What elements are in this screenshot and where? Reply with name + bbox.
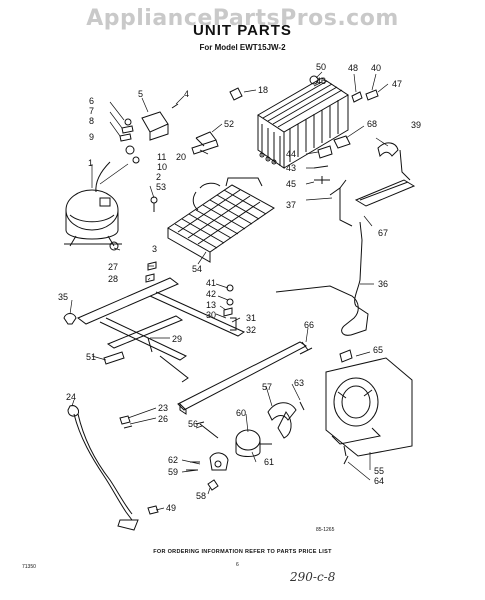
callout-1: 1 — [88, 158, 93, 168]
callout-66: 66 — [304, 320, 314, 330]
part-39 — [377, 142, 399, 157]
rail-32 — [177, 341, 307, 415]
callout-labels: 50 48 40 47 46 18 5 4 6 7 8 52 9 68 39 1… — [22, 62, 421, 570]
callout-67: 67 — [378, 228, 388, 238]
callout-5: 5 — [138, 89, 143, 99]
callout-4: 4 — [184, 89, 189, 99]
callout-48: 48 — [348, 63, 358, 73]
callout-42: 42 — [206, 289, 216, 299]
part-37 — [329, 179, 353, 227]
drawing-code: 85-1265 — [316, 527, 335, 533]
part-43 — [313, 165, 329, 169]
fan-bracket — [325, 349, 413, 465]
callout-61: 61 — [264, 457, 274, 467]
callout-45: 45 — [286, 179, 296, 189]
part-50 — [309, 75, 319, 85]
part-67-tray — [354, 179, 416, 207]
callout-18: 18 — [258, 85, 268, 95]
part-4 — [171, 103, 179, 109]
callout-55: 55 — [374, 466, 384, 476]
callout-58: 58 — [196, 491, 206, 501]
callout-26: 26 — [158, 414, 168, 424]
callout-56: 56 — [188, 419, 198, 429]
page-subtitle: For Model EWT15JW-2 — [199, 43, 286, 52]
callout-43: 43 — [286, 163, 296, 173]
part-44 — [317, 145, 333, 159]
callout-62: 62 — [168, 455, 178, 465]
callout-23: 23 — [158, 403, 168, 413]
callout-39: 39 — [411, 120, 421, 130]
callout-63: 63 — [294, 378, 304, 388]
callout-7: 7 — [89, 106, 94, 116]
part-39-line — [399, 149, 411, 181]
relay-cluster — [95, 111, 169, 193]
callout-11: 11 — [157, 152, 166, 162]
callout-64: 64 — [374, 476, 384, 486]
callout-68: 68 — [367, 119, 377, 129]
callout-36: 36 — [378, 279, 388, 289]
page-code: 71350 — [22, 564, 36, 570]
callout-44: 44 — [286, 149, 296, 159]
callout-50: 50 — [316, 62, 326, 72]
callout-6: 6 — [89, 96, 94, 106]
base-frame — [63, 277, 246, 383]
callout-13: 13 — [206, 300, 216, 310]
callout-8: 8 — [89, 116, 94, 126]
callout-29: 29 — [172, 334, 182, 344]
compressor — [64, 189, 122, 247]
callout-59: 59 — [168, 467, 178, 477]
callout-52: 52 — [224, 119, 234, 129]
part-48 — [351, 91, 363, 103]
callout-2: 2 — [156, 172, 161, 182]
watermark: AppliancePartsPros.com — [86, 6, 399, 31]
callout-3: 3 — [152, 244, 157, 254]
tubing-36 — [275, 221, 369, 336]
page-number: 6 — [236, 562, 239, 568]
part-52 — [195, 131, 217, 147]
evaporator-coil — [167, 177, 275, 263]
callout-54: 54 — [192, 264, 202, 274]
callout-41: 41 — [206, 278, 216, 288]
callout-49: 49 — [166, 503, 176, 513]
callout-37: 37 — [286, 200, 296, 210]
callout-60: 60 — [236, 408, 246, 418]
callout-32: 32 — [246, 325, 256, 335]
page-title: UNIT PARTS — [193, 22, 292, 39]
condenser-coil — [257, 77, 349, 169]
callout-24: 24 — [66, 392, 76, 402]
callout-57: 57 — [262, 382, 272, 392]
ordering-note: FOR ORDERING INFORMATION REFER TO PARTS … — [153, 549, 332, 555]
callout-65: 65 — [373, 345, 383, 355]
leader-lines — [69, 71, 389, 511]
part-45 — [314, 176, 330, 184]
part-68 — [333, 135, 351, 149]
callout-35: 35 — [58, 292, 68, 302]
callout-20: 20 — [176, 152, 186, 162]
callout-31: 31 — [246, 313, 256, 323]
callout-47: 47 — [392, 79, 402, 89]
callout-9: 9 — [89, 132, 94, 142]
part-20 — [191, 139, 219, 155]
callout-27: 27 — [108, 262, 118, 272]
callout-40: 40 — [371, 63, 381, 73]
callout-30: 30 — [206, 310, 216, 320]
callout-46: 46 — [316, 76, 326, 86]
callout-51: 51 — [86, 352, 96, 362]
part-47 — [365, 89, 379, 101]
power-cord-harness — [67, 405, 159, 531]
callout-28: 28 — [108, 274, 118, 284]
part-18 — [229, 87, 243, 101]
part-66 — [299, 341, 313, 355]
callout-53: 53 — [156, 182, 166, 192]
handwritten-note: 290-c-8 — [290, 570, 336, 584]
callout-10: 10 — [157, 162, 167, 172]
